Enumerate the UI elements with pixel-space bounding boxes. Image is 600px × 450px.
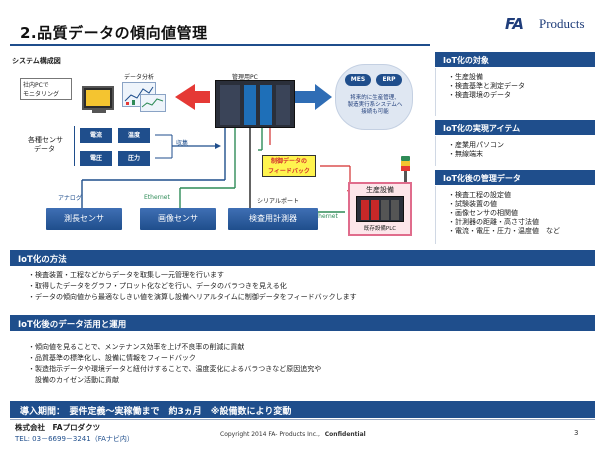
signal-tower-light-icon [401, 156, 410, 161]
implementation-period-bar: 導入期間： 要件定義〜実稼働まで 約3ヵ月 ※設備数により変動 [10, 401, 595, 418]
usage-line: 設備のカイゼン活動に貢献 [28, 376, 119, 384]
usage-line: ・傾向値を見ることで、メンテナンス効率を上げ不良率の削減に貢献 [28, 343, 245, 351]
page-number: 3 [574, 429, 579, 437]
erp-badge: ERP [376, 74, 402, 86]
sensor-label-1: 各種センサ [28, 136, 63, 144]
copyright-text: Copyright 2014 FA- Products Inc., [220, 431, 320, 438]
footer-phone: TEL: 03－6699－3241（FAナビ内） [15, 435, 134, 443]
signal-tower-light-yellow-icon [401, 161, 410, 166]
ethernet-label-1: Ethernet [144, 194, 170, 201]
graph-thumbnail-icon [140, 94, 166, 112]
iot-data-item: ・電流・電圧・圧力・温度値 など [448, 227, 560, 235]
mes-badge: MES [345, 74, 371, 86]
iot-target-list: ・生産設備 ・検査基準と測定データ ・検査環境のデータ [435, 68, 595, 116]
iot-data-item: ・計測器の距離・高さ寸法値 [448, 218, 539, 226]
company-logo: FA Products [505, 15, 595, 35]
cloud-text-2: 製造実行系システムへ [347, 102, 403, 108]
blue-arrow-right [295, 84, 332, 110]
iot-items-item: ・無線端末 [448, 150, 483, 158]
cloud-text-1: 将来的に生産管理、 [350, 95, 400, 101]
sensor-data-label: 各種センサ データ [28, 136, 63, 154]
iot-target-item: ・生産設備 [448, 73, 483, 81]
existing-plc-label: 既存設備PLC [363, 226, 397, 232]
cloud-text-3: 接続も可能 [361, 109, 389, 115]
logo-fa-text: FA [505, 15, 524, 33]
analog-label: アナログ [58, 195, 82, 202]
signal-tower-pole [404, 160, 407, 182]
iot-items-header: IoT化の実現アイテム [435, 120, 595, 135]
diagram-title: システム構成図 [12, 57, 61, 65]
iot-data-item: ・試験装置の値 [448, 200, 497, 208]
image-sensor-box: 画像センサ [140, 208, 216, 230]
iot-data-header: IoT化後の管理データ [435, 170, 595, 185]
red-arrow-left [175, 84, 210, 110]
iot-target-header: IoT化の対象 [435, 52, 595, 67]
sensor-temperature: 温度 [118, 128, 150, 143]
collect-label: 収集 [176, 140, 189, 147]
confidential-text: Confidential [324, 431, 366, 438]
sensor-label-2: データ [34, 145, 55, 153]
iot-target-item: ・検査環境のデータ [448, 91, 511, 99]
method-line: ・検査装置・工程などからデータを取集し一元管理を行います [28, 271, 224, 279]
monitor-callout: 社内PCで モニタリング [20, 78, 72, 100]
serial-port-label: シリアルポート [257, 198, 299, 205]
production-equipment-label: 生産設備 [366, 186, 394, 194]
feedback-callout: 制御データの フィードバック [262, 155, 316, 177]
feedback-label-1: 制御データの [270, 158, 307, 165]
diagram-connectors [81, 84, 353, 213]
method-section-header: IoT化の方法 [10, 250, 595, 266]
signal-tower-light-red-icon [401, 166, 410, 171]
monitor-label-2: モニタリング [23, 91, 60, 98]
industrial-pc-icon [215, 80, 295, 128]
monitor-label-1: 社内PCで [23, 82, 49, 89]
usage-section-header: IoT化後のデータ活用と運用 [10, 315, 595, 331]
feedback-label-2: フィードバック [268, 168, 310, 175]
management-pc-label: 管理用PC [232, 74, 258, 81]
plc-device-icon [356, 196, 404, 222]
cloud-description: 将来的に生産管理、 製造実行系システムへ 接続も可能 [340, 95, 410, 116]
iot-items-list: ・産業用パソコン ・無線端末 [435, 136, 595, 166]
method-line: ・データの傾向値から最適なしきい値を演算し設備へリアルタイムに制御データをフィー… [28, 293, 357, 301]
monitor-stand-icon [92, 110, 106, 113]
footer-copyright: Copyright 2014 FA- Products Inc., Confid… [220, 431, 366, 438]
iot-data-item: ・画像センサの相関値 [448, 209, 518, 217]
iot-data-item: ・検査工程の設定値 [448, 191, 511, 199]
length-sensor-box: 測長センサ [46, 208, 122, 230]
data-analysis-label: データ分析 [124, 74, 155, 81]
page-title: 2.品質データの傾向値管理 [20, 24, 208, 42]
title-underline [10, 44, 430, 46]
production-equipment-box: 生産設備 既存設備PLC [348, 182, 412, 236]
sensor-voltage: 電圧 [80, 151, 112, 166]
iot-target-item: ・検査基準と測定データ [448, 82, 525, 90]
usage-line: ・製造指示データや環境データと紐付けすることで、温度変化によるバラつきなど原因追… [28, 365, 322, 373]
ethernet-label-2: Ethernet [312, 213, 338, 220]
iot-items-item: ・産業用パソコン [448, 141, 504, 149]
method-line: ・取得したデータをグラフ・プロット化などを行い、データのバラつきを見える化 [28, 282, 287, 290]
logo-products-text: Products [539, 16, 585, 31]
footer-company: 株式会社 FAプロダクツ [15, 423, 101, 432]
desktop-monitor-icon [82, 86, 114, 110]
sensor-bracket [74, 126, 156, 166]
usage-line: ・品質基準の標準化し、設備に情報をフィードバック [28, 354, 196, 362]
sensor-pressure: 圧力 [118, 151, 150, 166]
iot-data-list: ・検査工程の設定値 ・試験装置の値 ・画像センサの相関値 ・計測器の距離・高さ寸… [435, 186, 595, 244]
footer-divider [10, 419, 595, 420]
usage-body: ・傾向値を見ることで、メンテナンス効率を上げ不良率の削減に貢献 ・品質基準の標準… [28, 342, 321, 386]
inspection-instrument-box: 検査用計測器 [228, 208, 318, 230]
method-body: ・検査装置・工程などからデータを取集し一元管理を行います ・取得したデータをグラ… [28, 270, 357, 303]
sensor-current: 電流 [80, 128, 112, 143]
